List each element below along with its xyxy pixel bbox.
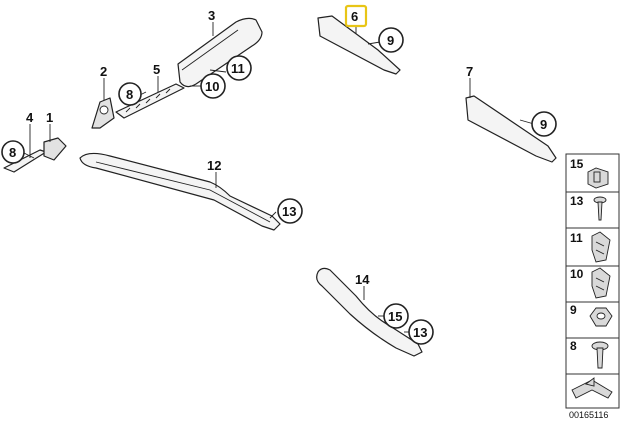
spring-clip-icon xyxy=(591,231,611,263)
callout-9-right: 9 xyxy=(531,111,557,137)
screw-icon xyxy=(593,196,607,221)
spring-clip-icon xyxy=(587,167,609,189)
callout-8-left: 8 xyxy=(1,140,25,164)
part-6-trim[interactable] xyxy=(317,15,401,75)
callout-12: 12 xyxy=(207,158,221,173)
callout-10: 10 xyxy=(200,73,226,99)
svg-text:13: 13 xyxy=(282,204,296,219)
svg-text:8: 8 xyxy=(9,145,16,160)
part-3-trim[interactable] xyxy=(177,17,263,88)
svg-text:9: 9 xyxy=(570,303,577,317)
svg-text:10: 10 xyxy=(205,79,219,94)
nut-icon xyxy=(589,307,613,327)
legend-item-11[interactable]: 11 xyxy=(570,231,611,263)
svg-text:11: 11 xyxy=(570,231,583,245)
part-12-sill[interactable] xyxy=(79,152,281,231)
callout-7: 7 xyxy=(466,64,473,79)
svg-text:8: 8 xyxy=(570,339,577,353)
callout-13-low: 13 xyxy=(408,319,434,345)
part-14-strip[interactable] xyxy=(316,267,423,357)
svg-text:9: 9 xyxy=(387,33,394,48)
callout-3: 3 xyxy=(208,8,215,23)
svg-text:11: 11 xyxy=(231,61,245,76)
bolt-icon xyxy=(591,341,609,369)
callout-5: 5 xyxy=(153,62,160,77)
svg-text:9: 9 xyxy=(540,117,547,132)
callout-9-top: 9 xyxy=(378,27,404,53)
callout-8-mid: 8 xyxy=(118,82,142,106)
svg-text:15: 15 xyxy=(388,309,402,324)
callout-14: 14 xyxy=(355,272,370,287)
svg-text:15: 15 xyxy=(570,157,584,171)
legend-item-9[interactable]: 9 xyxy=(570,303,613,327)
legend-item-8[interactable]: 8 xyxy=(570,339,609,369)
callout-15: 15 xyxy=(383,303,409,329)
spring-clip-icon xyxy=(591,267,611,299)
svg-text:13: 13 xyxy=(413,325,427,340)
legend-item-10[interactable]: 10 xyxy=(570,267,611,299)
part-2-bracket[interactable] xyxy=(91,97,115,129)
callout-2: 2 xyxy=(100,64,107,79)
svg-text:8: 8 xyxy=(126,87,133,102)
diagram-id: 00165116 xyxy=(569,410,609,420)
part-7-trim[interactable] xyxy=(465,95,557,163)
leader-lines xyxy=(21,22,535,333)
callout-6-highlighted[interactable]: 6 xyxy=(344,4,368,28)
direction-arrow-icon xyxy=(571,377,613,399)
callout-1: 1 xyxy=(46,110,53,125)
svg-text:13: 13 xyxy=(570,194,584,208)
callout-11: 11 xyxy=(226,55,252,81)
callout-13-mid: 13 xyxy=(277,198,303,224)
part-5-rail[interactable] xyxy=(115,83,185,119)
callout-4: 4 xyxy=(26,110,34,125)
fastener-legend: 15 13 11 10 xyxy=(565,153,620,409)
legend-item-13[interactable]: 13 xyxy=(570,194,607,221)
part-1-piece[interactable] xyxy=(43,137,67,161)
svg-text:10: 10 xyxy=(570,267,584,281)
svg-text:6: 6 xyxy=(351,9,358,24)
legend-item-15[interactable]: 15 xyxy=(570,157,609,189)
